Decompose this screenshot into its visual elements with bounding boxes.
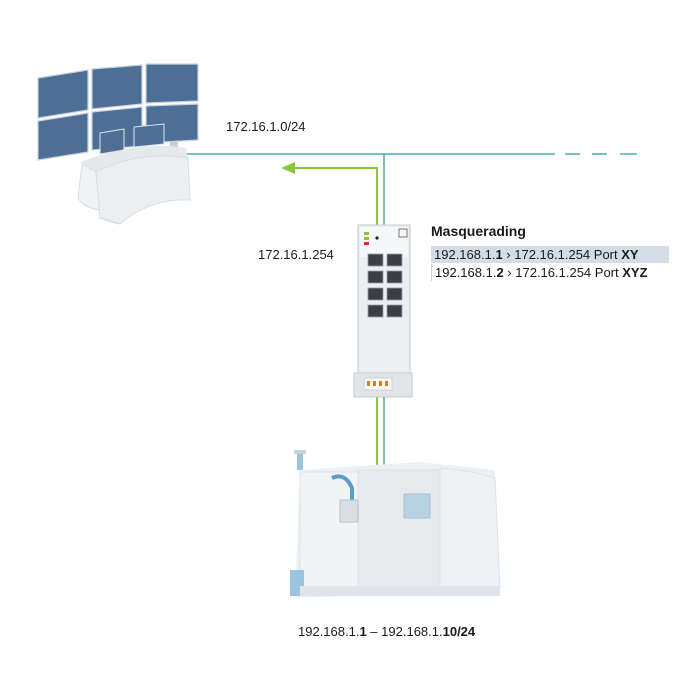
- rule-separator: ›: [503, 265, 516, 280]
- masquerading-title: Masquerading: [431, 223, 526, 239]
- industrial-switch-icon: [353, 224, 413, 398]
- rule-source-prefix: 192.168.1.: [435, 265, 497, 280]
- rule-source-prefix: 192.168.1.: [434, 247, 496, 262]
- wan-link: [187, 153, 637, 228]
- rule-source-host: 1: [495, 247, 503, 262]
- router-ip-label: 172.16.1.254: [258, 247, 334, 262]
- lan-end-prefix: 192.168.1.: [381, 624, 443, 639]
- wan-network-label: 172.16.1.0/24: [226, 119, 306, 134]
- rule-source-host: 2: [496, 265, 504, 280]
- control-room-monitors-icon: [37, 63, 199, 225]
- masquerade-rule-row: 192.168.1.1 › 172.16.1.254 Port XY: [431, 246, 669, 263]
- lan-start-host: 1: [359, 624, 367, 639]
- cnc-machine-icon: [290, 450, 501, 598]
- rule-port: XY: [621, 247, 639, 262]
- masquerade-rule-row: 192.168.1.2 › 172.16.1.254 Port XYZ: [431, 264, 669, 281]
- lan-start-prefix: 192.168.1.: [298, 624, 360, 639]
- lan-range-label: 192.168.1.1 – 192.168.1.10/24: [298, 624, 475, 639]
- lan-end-host: 10/24: [442, 624, 476, 639]
- rule-destination: 172.16.1.254 Port: [515, 265, 623, 280]
- lan-link: [376, 397, 385, 466]
- rule-port: XYZ: [622, 265, 648, 280]
- rule-separator: ›: [502, 247, 515, 262]
- lan-range-dash: –: [366, 624, 382, 639]
- rule-destination: 172.16.1.254 Port: [514, 247, 622, 262]
- masquerade-path-arrow: [281, 162, 378, 228]
